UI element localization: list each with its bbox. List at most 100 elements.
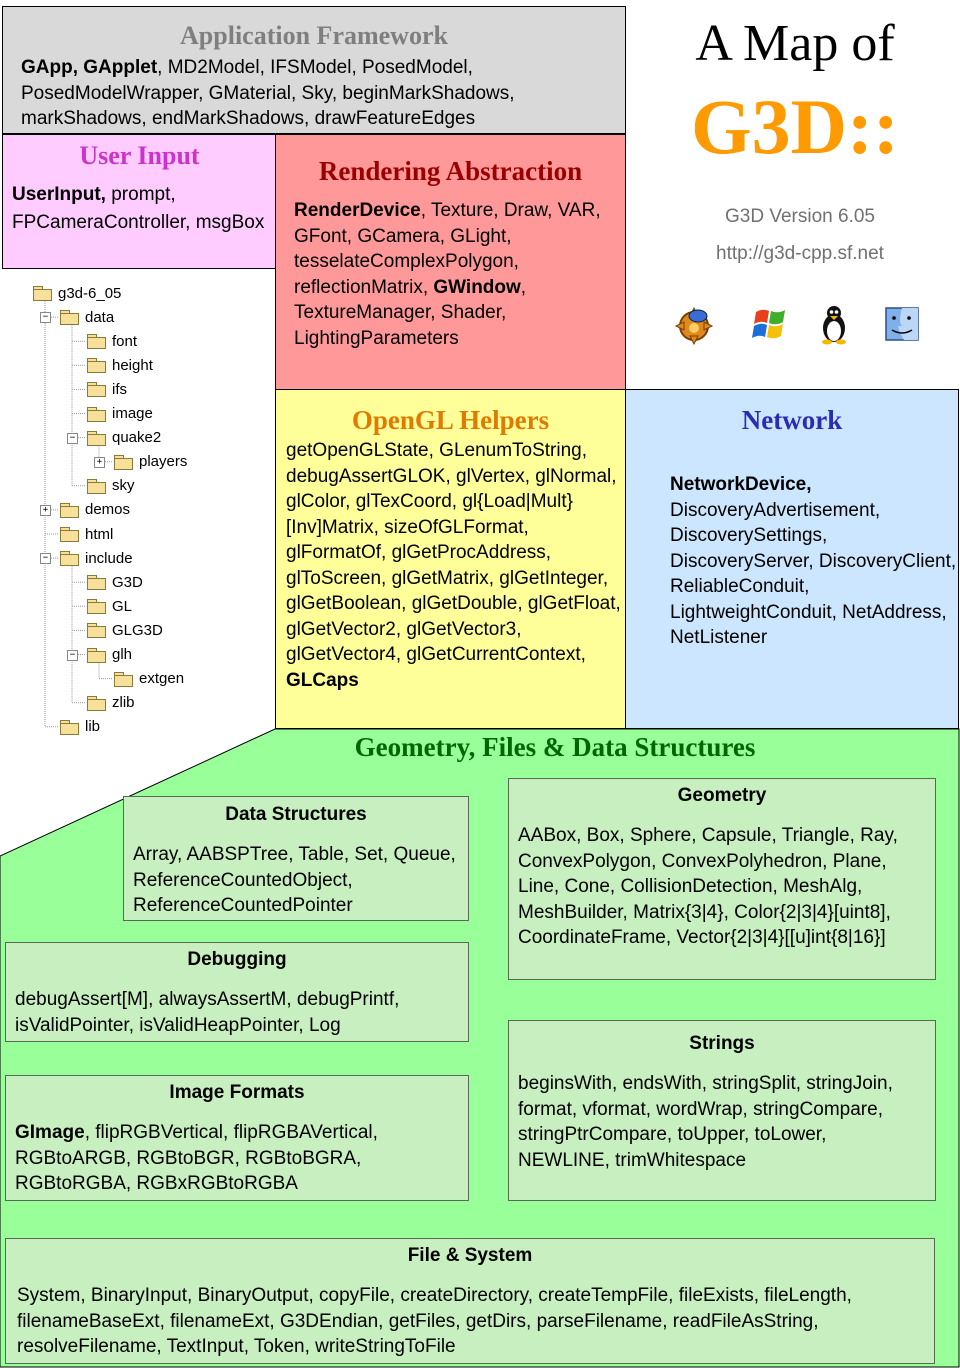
tree-folder-extgen[interactable]: extgen bbox=[113, 669, 184, 689]
tree-folder-html[interactable]: html bbox=[59, 524, 113, 544]
image-formats-title: Image Formats bbox=[169, 1082, 305, 1103]
url-label[interactable]: http://g3d-cpp.sf.net bbox=[716, 243, 884, 264]
tree-folder-lib[interactable]: lib bbox=[59, 717, 100, 737]
rendering-text-2: , TextureManager, Shader, LightingParame… bbox=[294, 276, 527, 349]
collapse-toggle-icon[interactable]: − bbox=[67, 432, 78, 444]
opengl-bold-glcaps: GLCaps bbox=[286, 669, 359, 691]
image-formats-bold: GImage bbox=[15, 1122, 85, 1143]
application-framework-classes: GApp, GApplet, MD2Model, IFSModel, Posed… bbox=[21, 55, 611, 132]
tree-folder-label: demos bbox=[85, 501, 131, 519]
strings-panel: Strings beginsWith, endsWith, stringSpli… bbox=[508, 1020, 936, 1201]
tree-folder-font[interactable]: font bbox=[86, 331, 137, 351]
geometry-panel: Geometry AABox, Box, Sphere, Capsule, Tr… bbox=[508, 778, 936, 980]
expand-toggle-icon[interactable]: + bbox=[40, 504, 51, 516]
mac-finder-icon bbox=[885, 307, 919, 341]
tree-folder-glg3d[interactable]: GLG3D bbox=[86, 620, 163, 640]
application-framework-panel: Application Framework GApp, GApplet, MD2… bbox=[2, 6, 626, 134]
tree-folder-label: image bbox=[112, 405, 153, 422]
user-input-title: User Input bbox=[79, 141, 200, 170]
folder-icon bbox=[86, 430, 106, 446]
expand-toggle-icon[interactable]: + bbox=[94, 456, 105, 468]
game-icon bbox=[674, 306, 714, 346]
strings-title: Strings bbox=[689, 1033, 755, 1054]
tree-folder-height[interactable]: height bbox=[86, 355, 153, 375]
debugging-title: Debugging bbox=[187, 949, 287, 970]
data-structures-title: Data Structures bbox=[225, 804, 367, 825]
geometry-section-title: Geometry, Files & Data Structures bbox=[354, 732, 756, 762]
tree-folder-g3d-6-05[interactable]: g3d-6_05 bbox=[32, 283, 121, 303]
version-label: G3D Version 6.05 bbox=[725, 206, 875, 227]
debugging-functions: debugAssert[M], alwaysAssertM, debugPrin… bbox=[15, 989, 400, 1036]
rendering-abstraction-classes: RenderDevice, Texture, Draw, VAR, GFont,… bbox=[294, 198, 624, 351]
rendering-text-1: , Texture, Draw, VAR, GFont, GCamera, GL… bbox=[294, 200, 601, 298]
user-input-panel: User Input UserInput, prompt, FPCameraCo… bbox=[2, 134, 277, 269]
network-text: DiscoveryAdvertisement, DiscoverySetting… bbox=[670, 499, 957, 649]
folder-icon bbox=[86, 623, 106, 639]
tree-folder-label: GL bbox=[112, 597, 133, 615]
debugging-panel: Debugging debugAssert[M], alwaysAssertM,… bbox=[5, 942, 469, 1042]
folder-icon bbox=[86, 358, 106, 374]
folder-icon bbox=[59, 719, 79, 735]
tree-folder-label: ifs bbox=[112, 380, 127, 398]
opengl-helpers-functions: getOpenGLState, GLenumToString, debugAss… bbox=[286, 438, 631, 693]
tree-folder-ifs[interactable]: ifs bbox=[86, 379, 127, 399]
linux-tux-icon bbox=[822, 306, 846, 345]
collapse-toggle-icon[interactable]: − bbox=[67, 649, 78, 661]
application-framework-title: Application Framework bbox=[180, 21, 448, 50]
tree-folder-sky[interactable]: sky bbox=[86, 476, 135, 496]
geometry-title: Geometry bbox=[677, 785, 767, 806]
tree-folder-players[interactable]: players bbox=[113, 452, 187, 472]
tree-folder-label: data bbox=[85, 308, 115, 326]
image-formats-panel: Image Formats GImage, flipRGBVertical, f… bbox=[5, 1075, 469, 1201]
folder-icon bbox=[86, 382, 106, 398]
data-structures-panel: Data Structures Array, AABSPTree, Table,… bbox=[123, 796, 469, 921]
opengl-text: getOpenGLState, GLenumToString, debugAss… bbox=[286, 440, 621, 665]
rendering-bold-renderdevice: RenderDevice bbox=[294, 200, 421, 221]
strings-functions: beginsWith, endsWith, stringSplit, strin… bbox=[518, 1073, 893, 1171]
tree-folder-label: G3D bbox=[112, 573, 143, 591]
folder-icon bbox=[86, 695, 106, 711]
file-system-functions: System, BinaryInput, BinaryOutput, copyF… bbox=[17, 1285, 852, 1357]
user-input-text: prompt, FPCameraController, msgBox bbox=[12, 184, 265, 233]
tree-folder-label: font bbox=[112, 332, 138, 350]
tree-folder-demos[interactable]: demos bbox=[59, 500, 130, 520]
tree-folder-label: GLG3D bbox=[112, 621, 163, 639]
network-title: Network bbox=[741, 405, 843, 435]
tree-folder-g3d[interactable]: G3D bbox=[86, 572, 143, 592]
network-bold: NetworkDevice, bbox=[670, 474, 812, 495]
user-input-classes: UserInput, prompt, FPCameraController, m… bbox=[12, 181, 272, 237]
tree-folder-include[interactable]: include bbox=[59, 548, 133, 568]
network-classes: NetworkDevice, DiscoveryAdvertisement, D… bbox=[670, 472, 960, 651]
tree-folder-label: players bbox=[139, 453, 188, 471]
tree-folder-data[interactable]: data bbox=[59, 307, 114, 327]
file-system-panel: File & System System, BinaryInput, Binar… bbox=[5, 1238, 935, 1364]
tree-folder-label: zlib bbox=[112, 694, 135, 712]
folder-icon bbox=[86, 599, 106, 615]
data-structures-classes: Array, AABSPTree, Table, Set, Queue, Ref… bbox=[133, 844, 456, 916]
tree-folder-glh[interactable]: glh bbox=[86, 645, 132, 665]
application-framework-bold: GApp, GApplet bbox=[21, 57, 158, 78]
application-framework-text: , MD2Model, IFSModel, PosedModel, PosedM… bbox=[21, 57, 515, 129]
map-title-line1: A Map of bbox=[695, 15, 895, 72]
tree-folder-zlib[interactable]: zlib bbox=[86, 693, 135, 713]
tree-folder-gl[interactable]: GL bbox=[86, 596, 132, 616]
tree-folder-label: extgen bbox=[139, 670, 185, 688]
collapse-toggle-icon[interactable]: − bbox=[40, 312, 51, 324]
folder-icon bbox=[86, 478, 106, 494]
tree-folder-label: height bbox=[112, 356, 153, 374]
tree-folder-label: quake2 bbox=[112, 429, 162, 447]
folder-icon bbox=[59, 310, 79, 326]
tree-folder-image[interactable]: image bbox=[86, 404, 153, 424]
folder-icon bbox=[86, 334, 106, 350]
tree-folder-label: glh bbox=[112, 646, 133, 663]
folder-icon bbox=[113, 454, 133, 470]
rendering-abstraction-panel: Rendering Abstraction RenderDevice, Text… bbox=[275, 134, 626, 390]
tree-folder-quake2[interactable]: quake2 bbox=[86, 428, 161, 448]
tree-folder-label: html bbox=[85, 525, 114, 543]
image-formats-text: , flipRGBVertical, flipRGBAVertical, RGB… bbox=[15, 1122, 378, 1194]
collapse-toggle-icon[interactable]: − bbox=[40, 553, 51, 565]
folder-icon bbox=[59, 527, 79, 542]
folder-icon bbox=[59, 551, 79, 567]
map-title-g3d: G3D:: bbox=[691, 83, 899, 170]
